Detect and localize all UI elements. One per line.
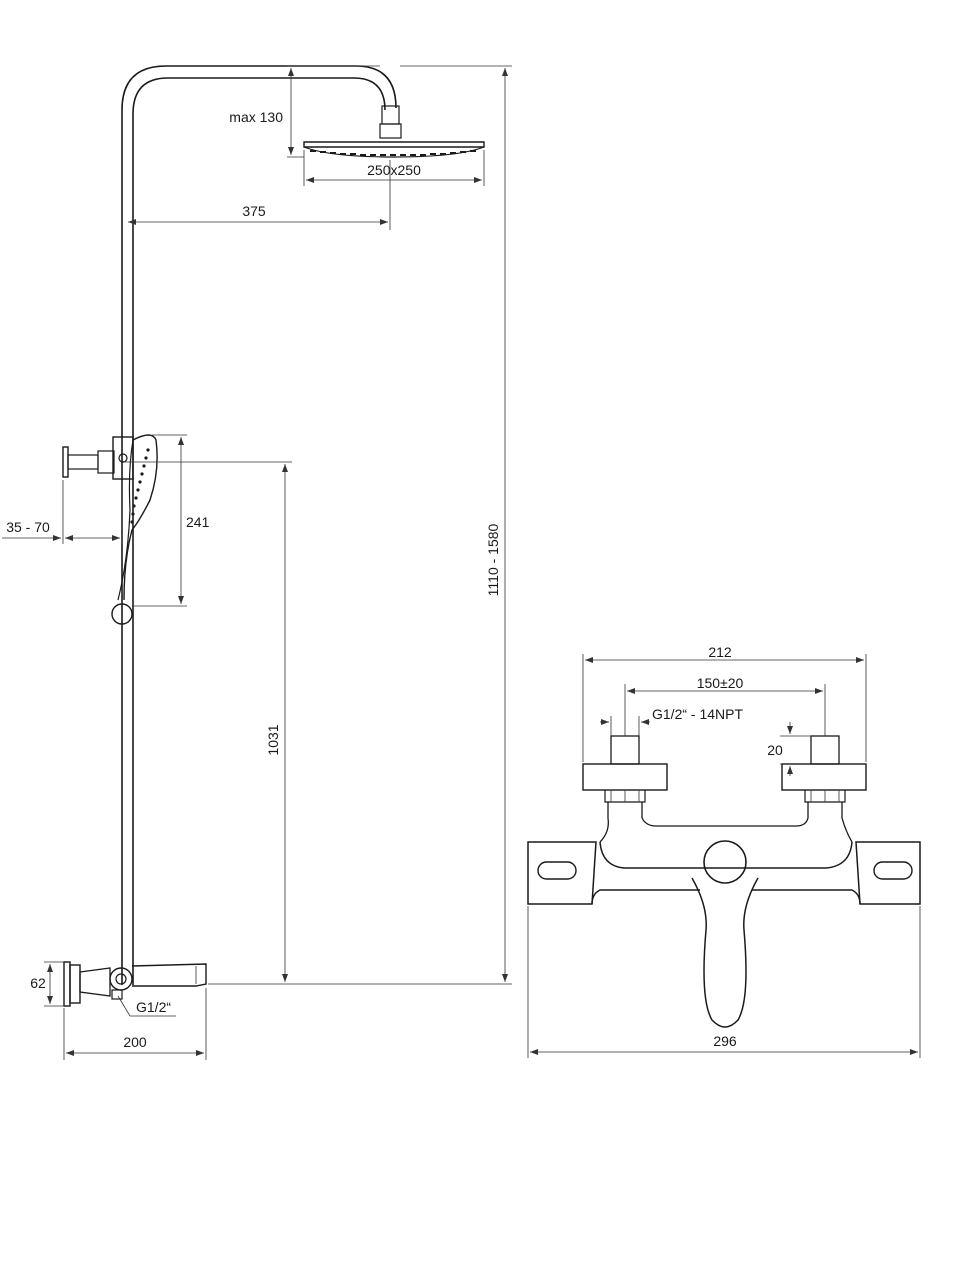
dim-inlet-left-label: G1/2“ <box>136 999 171 1015</box>
bath-mixer-side <box>63 961 207 1007</box>
dim-holder-height-label: 1031 <box>265 724 281 755</box>
dim-head-height <box>287 65 380 158</box>
dim-mixer-thread-depth-label: 20 <box>767 742 783 758</box>
mixer-inlet-right <box>781 735 867 843</box>
dim-head-size-label: 250x250 <box>367 162 421 178</box>
dim-mixer-thread <box>600 716 650 736</box>
shower-column <box>121 65 402 985</box>
dim-mixer-inlets-width-label: 212 <box>708 644 732 660</box>
dim-hand-shower-length-label: 241 <box>186 514 210 530</box>
dim-mixer-width <box>527 906 921 1058</box>
dim-mixer-centers <box>624 684 826 736</box>
dim-base-width <box>63 988 207 1060</box>
dim-arm-length-label: 375 <box>242 203 266 219</box>
mixer-inlet-left <box>582 735 668 843</box>
dim-arm-length <box>128 160 391 230</box>
dim-wall-distance <box>2 480 123 544</box>
dim-holder-height <box>124 461 292 982</box>
dim-head-size <box>303 150 485 186</box>
dim-mixer-inlets-width <box>582 654 867 762</box>
dim-total-height-label: 1110 - 1580 <box>485 523 501 596</box>
dim-base-width-label: 200 <box>123 1034 147 1050</box>
dim-mixer-width-label: 296 <box>713 1033 737 1049</box>
mixer-spout <box>691 877 759 1028</box>
dim-wall-distance-label: 35 - 70 <box>6 519 50 535</box>
rain-shower-head <box>303 141 485 158</box>
dim-inlet-left <box>117 995 176 1017</box>
dim-base-height-label: 62 <box>30 975 46 991</box>
mixer-control-knob <box>703 840 747 884</box>
hand-shower-holder <box>62 436 134 480</box>
dim-mixer-thread-label: G1/2“ - 14NPT <box>652 706 743 722</box>
dim-mixer-centers-label: 150±20 <box>697 675 744 691</box>
dim-hand-shower-length <box>132 434 187 607</box>
dim-base-height <box>44 961 64 1007</box>
hand-shower <box>111 434 158 625</box>
dim-total-height <box>208 65 512 985</box>
dim-mixer-thread-depth <box>780 722 811 776</box>
dim-head-height-label: max 130 <box>229 109 283 125</box>
mixer-bridge <box>641 817 809 827</box>
mixer-body <box>527 841 921 905</box>
